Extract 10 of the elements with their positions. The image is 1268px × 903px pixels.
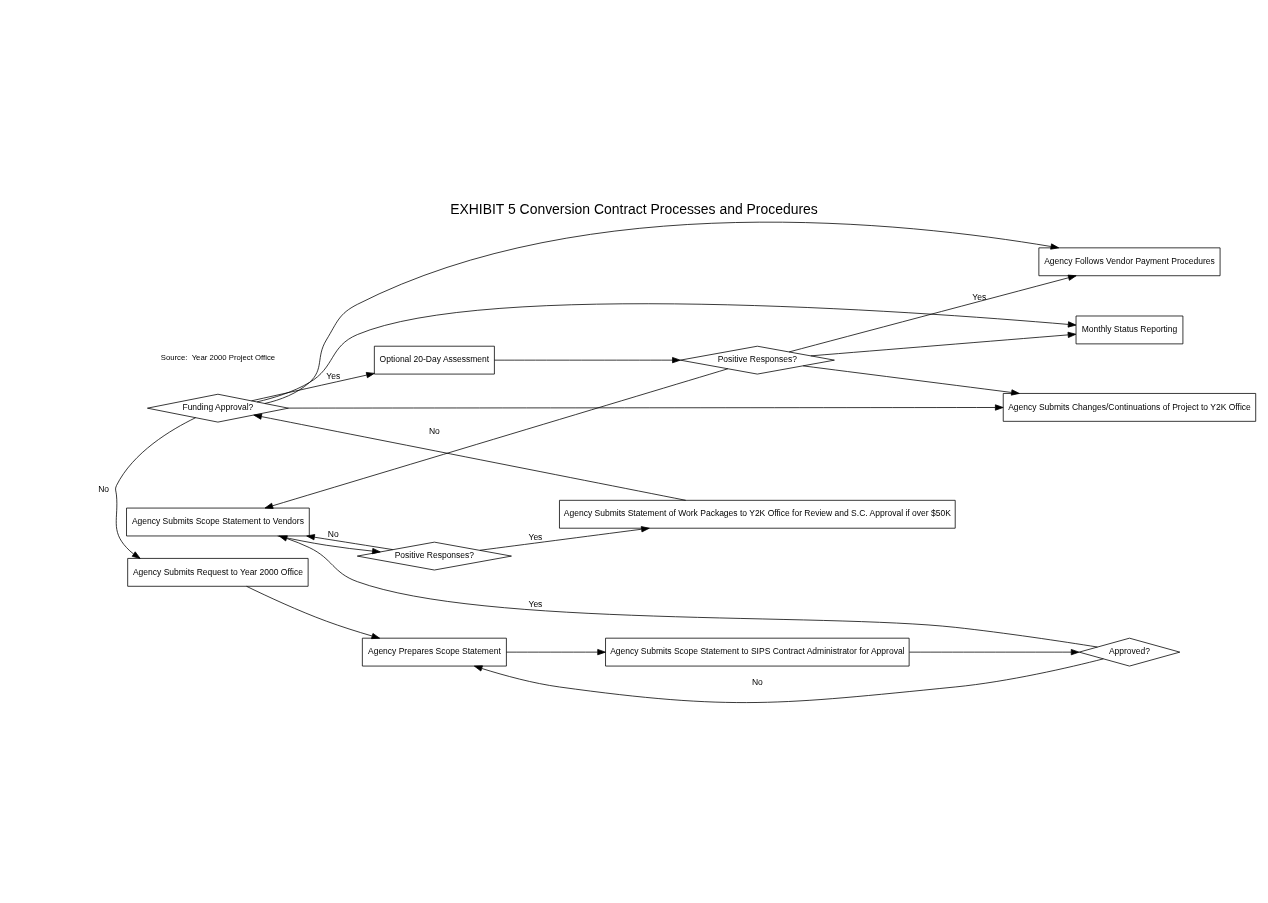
edge-label: Yes <box>972 292 987 303</box>
edge-label: Yes <box>528 531 543 542</box>
edge-label: Yes <box>528 599 543 610</box>
label: Source: Year 2000 Project Office <box>160 352 276 362</box>
edge-label: No <box>751 676 763 687</box>
edge-label: No <box>98 484 110 495</box>
edge-label: No <box>327 529 339 540</box>
edge-label: No <box>428 425 440 436</box>
diagram-title: EXHIBIT 5 Conversion Contract Processes and Procedures <box>450 201 818 218</box>
edge-label: Yes <box>326 371 341 382</box>
